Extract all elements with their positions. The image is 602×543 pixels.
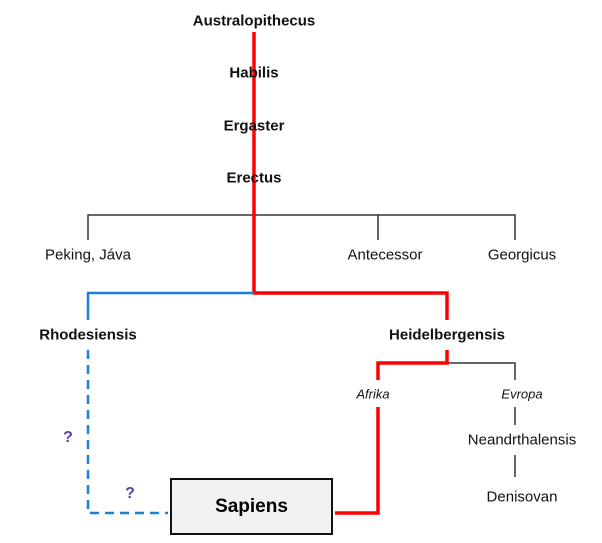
africa-lineage-line: [335, 350, 449, 515]
uncertain-mark: ?: [63, 429, 73, 446]
node-evropa: Evropa: [501, 386, 543, 402]
node-georgicus: Georgicus: [487, 246, 557, 264]
node-rhodesiensis: Rhodesiensis: [39, 326, 137, 344]
node-sapiens: Sapiens: [170, 478, 333, 535]
node-denisovan: Denisovan: [486, 488, 558, 506]
node-heidelbergensis: Heidelbergensis: [389, 326, 505, 344]
node-neandrthalensis: Neandrthalensis: [467, 431, 577, 449]
rhodesiensis-line: [86, 291, 254, 320]
node-afrika: Afrika: [356, 386, 390, 402]
main-lineage-line: [252, 32, 449, 320]
node-australopithecus: Australopithecus: [192, 12, 316, 30]
uncertain-mark: ?: [125, 485, 135, 502]
rhodesiensis-dashed-line: [86, 350, 168, 515]
node-antecessor: Antecessor: [347, 246, 423, 264]
erectus-branch-line: [87, 214, 516, 240]
europe-branch-line: [447, 362, 516, 380]
node-peking-java: Peking, Jáva: [45, 246, 131, 264]
node-ergaster: Ergaster: [223, 117, 285, 135]
node-habilis: Habilis: [229, 64, 279, 82]
node-erectus: Erectus: [226, 169, 282, 187]
